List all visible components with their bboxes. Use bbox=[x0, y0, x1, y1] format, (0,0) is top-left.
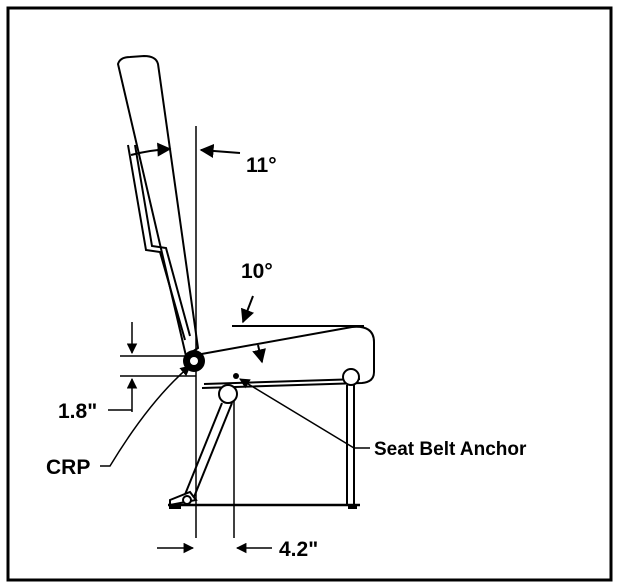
cushion-angle-arrow bbox=[240, 295, 255, 324]
cushion-angle-label: 10° bbox=[241, 260, 273, 283]
seat-belt-anchor-leader bbox=[239, 378, 370, 449]
rear-leg bbox=[342, 368, 360, 505]
front-leg bbox=[169, 384, 238, 507]
crp-label: CRP bbox=[46, 456, 90, 479]
seat-back bbox=[116, 54, 200, 358]
vertical-offset-label: 1.8" bbox=[58, 400, 97, 423]
seat-belt-anchor-label: Seat Belt Anchor bbox=[374, 439, 527, 460]
diagram-frame bbox=[6, 6, 613, 582]
back-angle-arc bbox=[130, 142, 172, 157]
back-angle-arrow bbox=[199, 143, 241, 158]
back-angle-label: 11° bbox=[246, 154, 277, 177]
seat-belt-anchor-point bbox=[233, 373, 239, 379]
crp-leader bbox=[100, 365, 191, 467]
cushion-angle-tick bbox=[252, 344, 266, 364]
horizontal-offset-label: 4.2" bbox=[279, 538, 318, 561]
seat-cushion bbox=[195, 325, 375, 389]
